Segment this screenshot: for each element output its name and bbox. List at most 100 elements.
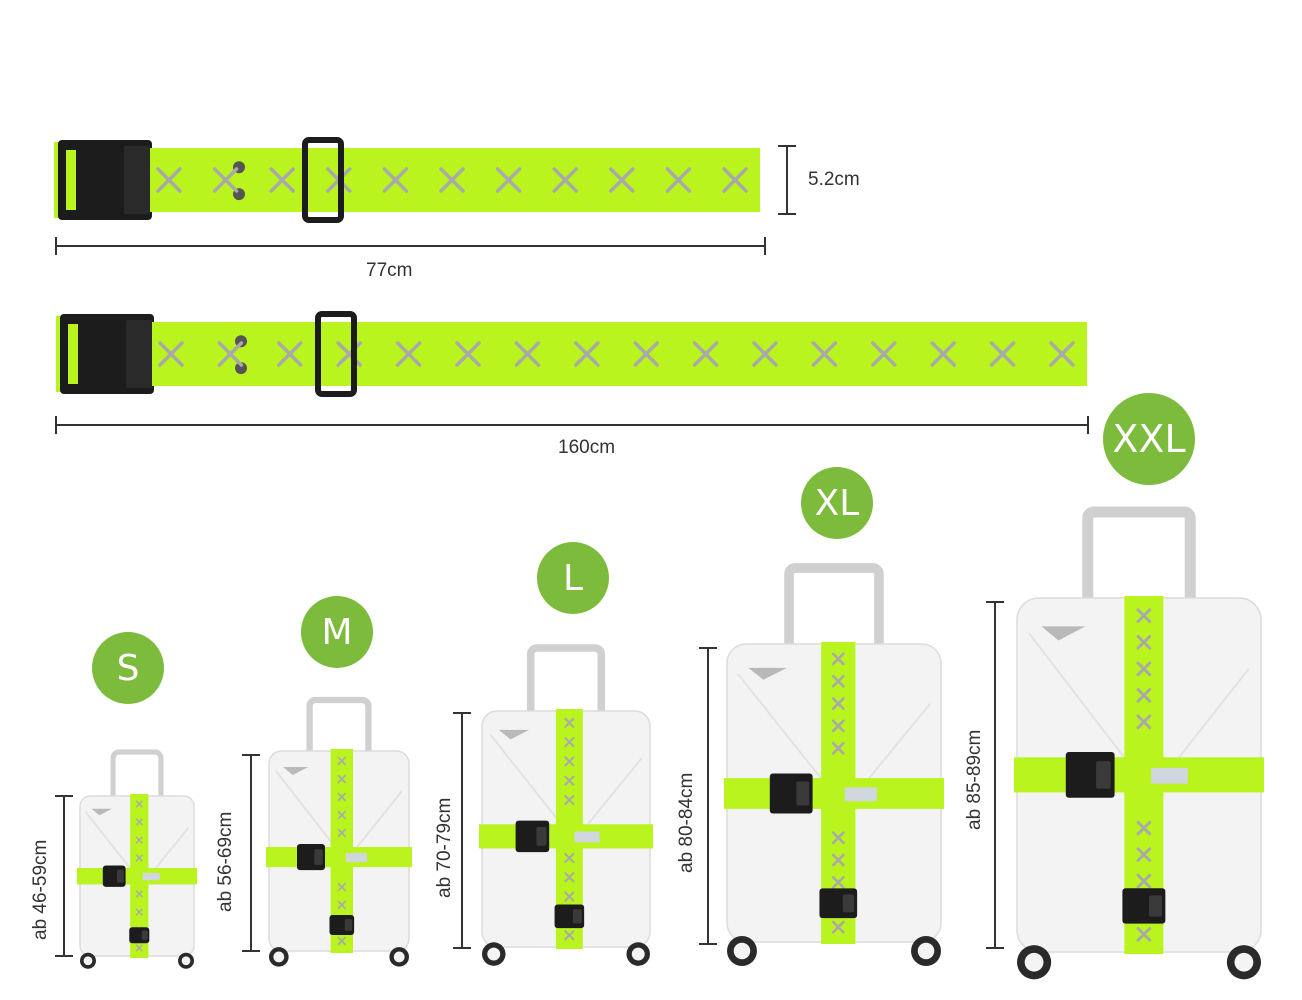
reflective-x-mark [1049, 341, 1075, 367]
reflective-x-mark [156, 167, 182, 193]
size-badge-s: S [92, 632, 164, 704]
reflective-x-mark [722, 167, 748, 193]
reflective-x-mark [135, 908, 143, 916]
reflective-x-mark [455, 341, 481, 367]
size-badge-xxl: XXL [1103, 393, 1195, 485]
wheel-hub [181, 956, 191, 966]
size-badge-xl: XL [801, 467, 873, 539]
wheel-hub [631, 947, 645, 961]
reflective-x-mark [135, 854, 143, 862]
reflective-x-mark [831, 875, 845, 889]
length-dimension-long [55, 416, 1089, 434]
reflective-x-mark [337, 792, 346, 802]
strap-keeper-loop [315, 311, 357, 397]
brand-plate [283, 767, 309, 775]
reflective-x-mark [831, 652, 845, 666]
strap-width-label: 5.2cm [808, 169, 860, 190]
buckle-release [842, 894, 855, 913]
width-dimension [778, 145, 796, 215]
wheel-hub [83, 956, 93, 966]
reflective-x-mark [212, 167, 239, 193]
reflective-x-mark [831, 920, 845, 934]
height-label-m: ab 56-69cm [215, 811, 236, 912]
reflective-x-mark [564, 756, 575, 767]
reflective-x-mark [564, 717, 575, 728]
strap-short-length-label: 77cm [366, 260, 413, 281]
reflective-x-mark [135, 800, 143, 808]
strap-keeper-loop [302, 137, 344, 223]
buckle-release [344, 919, 353, 931]
strap-horizontal [479, 824, 653, 849]
reflective-x-mark [564, 852, 575, 864]
reflective-x-mark [609, 167, 635, 193]
brand-plate [498, 729, 530, 740]
brand-plate [748, 667, 787, 680]
suitcase-xxl [1014, 506, 1264, 980]
reflective-x-mark [337, 774, 346, 784]
strap-id-tag [574, 831, 600, 843]
reflective-x-mark [1136, 661, 1152, 677]
telescopic-handle [784, 563, 884, 659]
wheel-hub [273, 951, 285, 963]
reflective-x-mark [135, 890, 143, 898]
reflective-x-mark [1136, 608, 1152, 624]
buckle-strap-window [68, 324, 78, 384]
reflective-x-mark [269, 167, 295, 193]
strap-band [152, 322, 1087, 386]
height-dimension-s [55, 795, 73, 957]
suitcase-xl [724, 563, 944, 966]
reflective-x-mark [337, 810, 346, 820]
reflective-x-mark [811, 341, 838, 367]
strap-band [150, 148, 760, 212]
reflective-x-mark [564, 872, 575, 883]
buckle-strap-window [66, 150, 76, 210]
wheel-hub [1024, 952, 1044, 972]
brand-plate [1041, 626, 1086, 641]
reflective-x-mark [552, 167, 578, 193]
size-badge-l: L [537, 542, 609, 614]
buckle-release [536, 826, 547, 846]
wheel-hub [1234, 952, 1254, 972]
reflective-x-mark [1136, 714, 1152, 730]
reflective-x-mark [831, 741, 845, 755]
length-dimension-short [55, 237, 766, 255]
reflective-x-mark [871, 341, 897, 367]
buckle-prong [126, 320, 152, 388]
strap-id-tag [142, 872, 160, 881]
strap-long-length-label: 160cm [558, 437, 616, 458]
reflective-x-mark [564, 930, 575, 941]
strap-horizontal [1014, 757, 1264, 793]
reflective-x-mark [831, 674, 845, 688]
strap-short [54, 137, 760, 223]
height-dimension-xl [699, 647, 717, 945]
reflective-x-mark [831, 831, 845, 845]
reflective-x-mark [692, 341, 719, 367]
wheel-hub [487, 947, 501, 961]
strap-horizontal [266, 847, 412, 868]
reflective-x-mark [337, 900, 346, 910]
strap-long [56, 311, 1087, 397]
reflective-x-mark [135, 818, 143, 826]
height-label-xl: ab 80-84cm [676, 772, 697, 873]
height-label-xxl: ab 85-89cm [964, 729, 985, 830]
strap-horizontal [77, 868, 197, 885]
strap-horizontal [724, 778, 944, 809]
reflective-x-mark [135, 944, 143, 952]
wheel-hub [393, 951, 405, 963]
strap-id-tag [844, 787, 877, 802]
reflective-x-mark [1136, 873, 1152, 889]
strap-id-tag [346, 853, 367, 863]
height-label-s: ab 46-59cm [30, 839, 51, 940]
buckle-release [141, 930, 148, 940]
reflective-x-mark [217, 341, 244, 367]
reflective-x-mark [382, 167, 409, 193]
buckle-release [116, 869, 124, 883]
reflective-x-mark [395, 341, 422, 367]
reflective-x-mark [564, 775, 575, 786]
reflective-x-mark [439, 167, 465, 193]
reflective-x-mark [989, 341, 1016, 367]
wheel-hub [733, 942, 751, 960]
buckle-prong [124, 146, 150, 214]
height-label-l: ab 70-79cm [434, 797, 455, 898]
